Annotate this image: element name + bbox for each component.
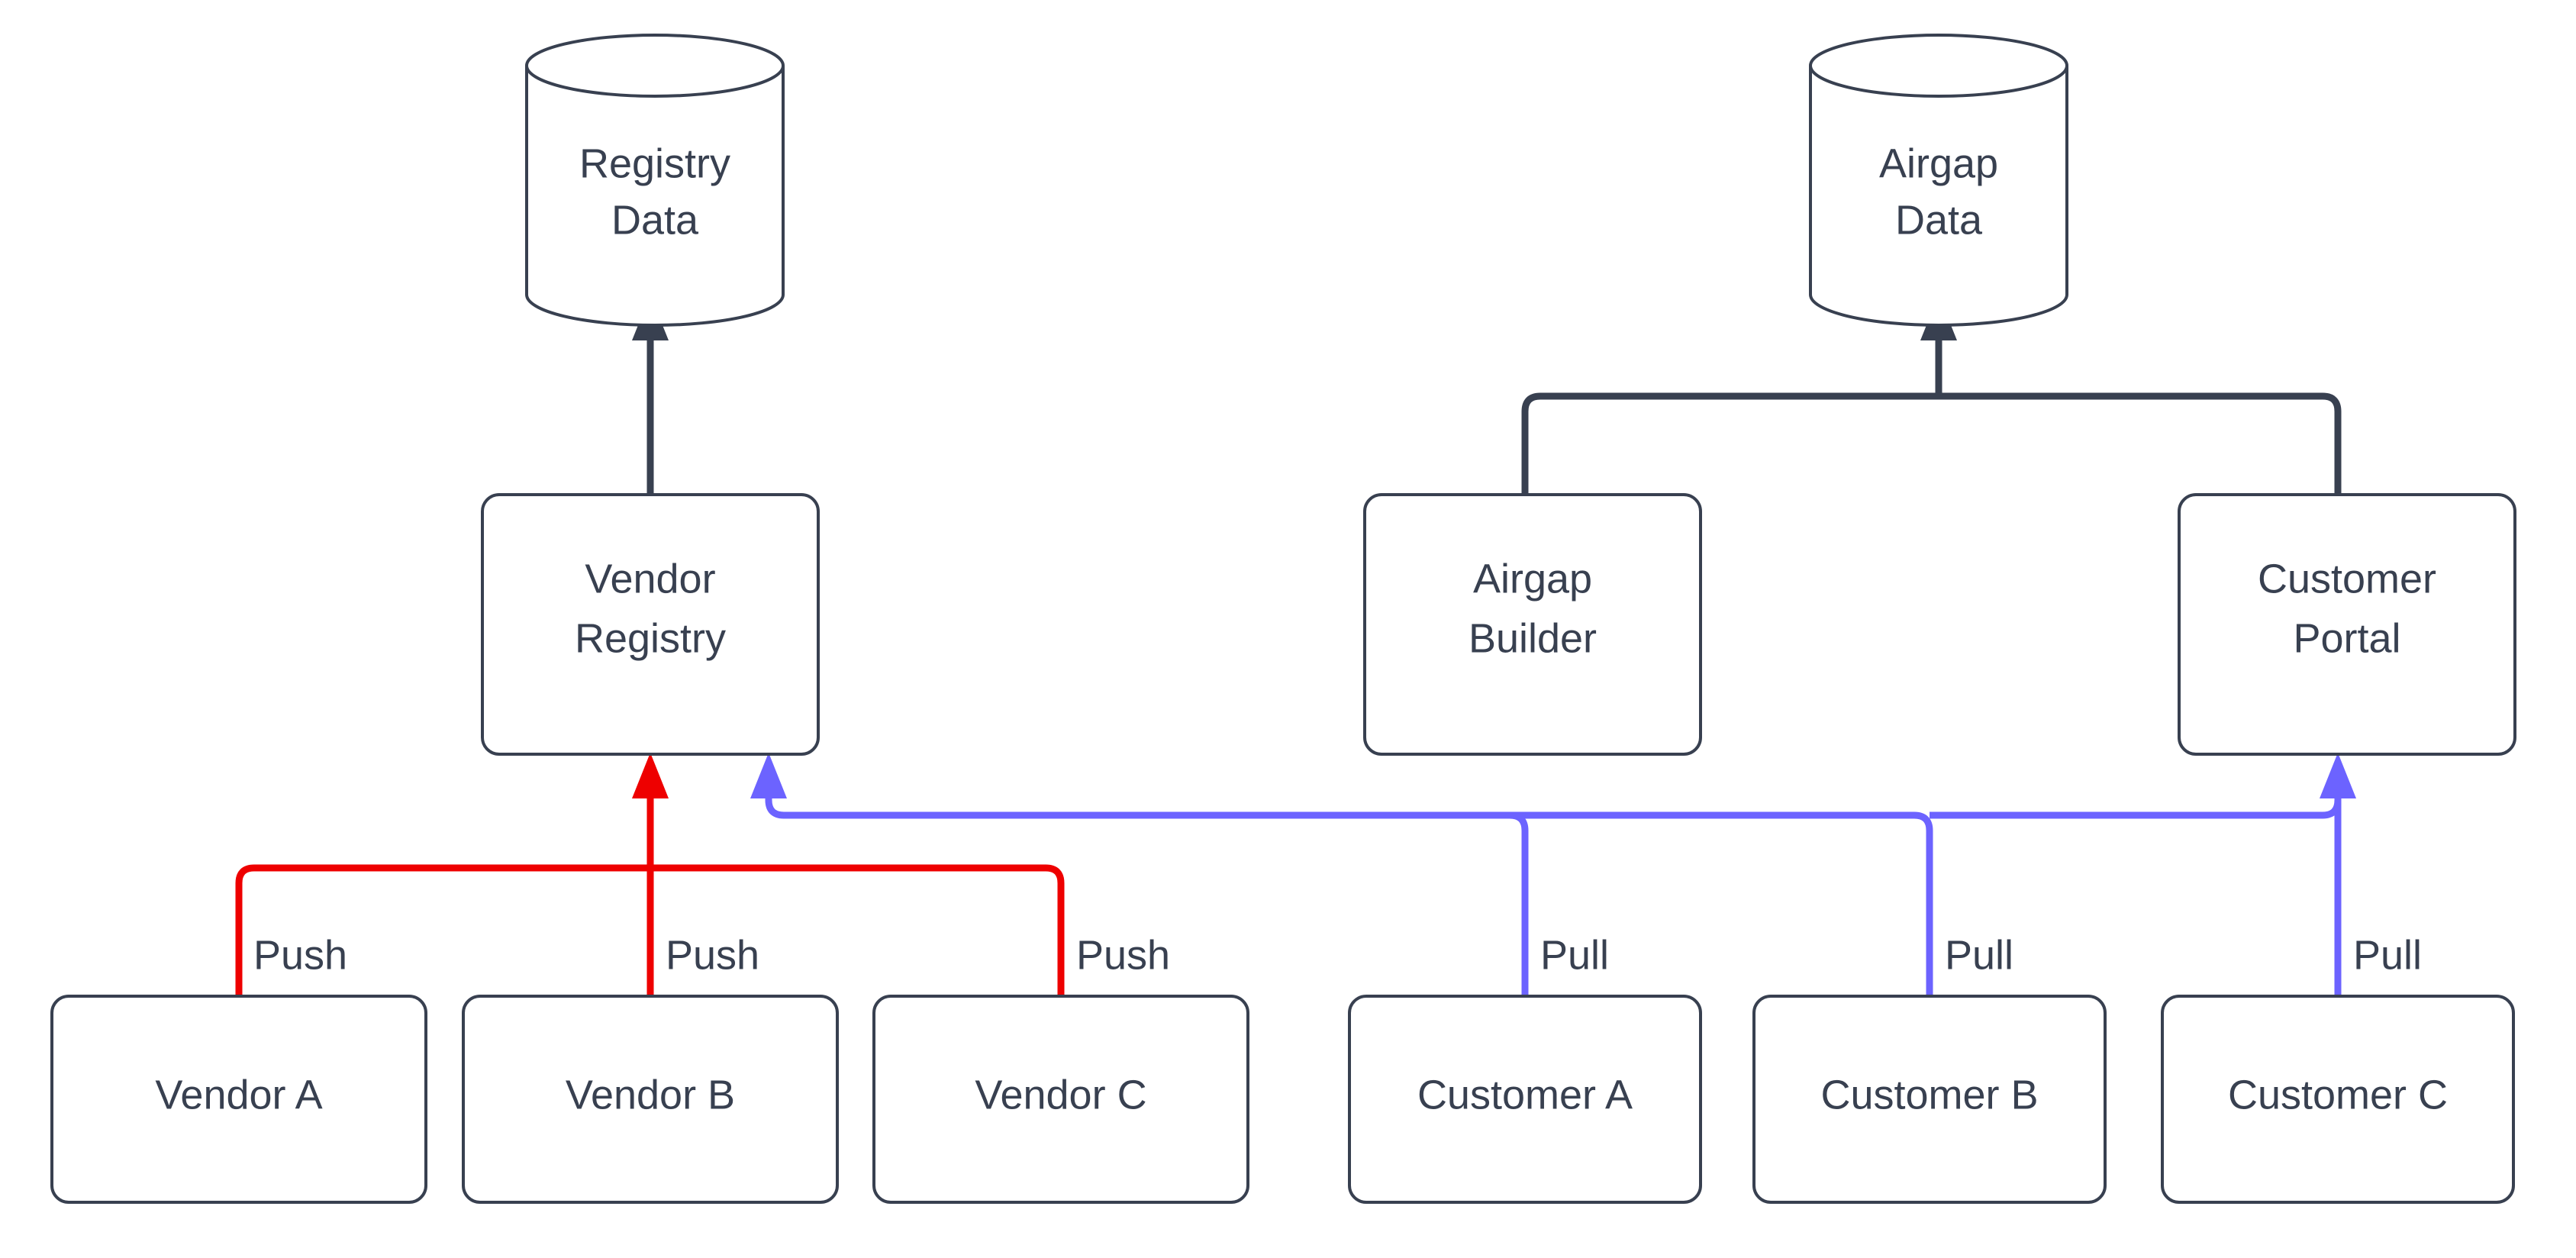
edge-label-pull-1: Pull [1540, 932, 1609, 978]
edge-label-push-3: Push [1076, 932, 1170, 978]
registry-data-label-line1: Registry [579, 140, 730, 186]
node-airgap-builder[interactable]: Airgap Builder [1363, 493, 1702, 756]
edge-customer-b-pull [784, 811, 1933, 996]
vendor-a-label: Vendor A [155, 1072, 322, 1118]
edge-vendor-c-push [650, 864, 1065, 996]
edge-customer-portal-to-airgap-data [1939, 392, 2342, 495]
customer-portal-label-line1: Customer [2258, 556, 2436, 602]
edge-label-pull-3: Pull [2353, 932, 2422, 978]
node-vendor-registry[interactable]: Vendor Registry [481, 493, 820, 756]
airgap-data-label-line2: Data [1895, 197, 1983, 243]
edge-label-push-2: Push [666, 932, 759, 978]
edge-pull-bus-right-join [1930, 799, 2342, 819]
edge-pull-stem-to-vendor-registry [750, 753, 787, 819]
node-vendor-b[interactable]: Vendor B [462, 995, 839, 1204]
node-registry-data[interactable]: Registry Data [525, 34, 785, 327]
node-vendor-a[interactable]: Vendor A [50, 995, 427, 1204]
node-customer-portal[interactable]: Customer Portal [2178, 493, 2516, 756]
node-customer-b[interactable]: Customer B [1752, 995, 2107, 1204]
node-customer-a[interactable]: Customer A [1348, 995, 1702, 1204]
airgap-builder-label-line1: Airgap [1473, 556, 1592, 602]
edge-vendor-a-push [235, 864, 650, 996]
vendor-registry-label-line2: Registry [575, 615, 726, 661]
edge-push-stem-to-vendor-registry [632, 753, 669, 868]
customer-c-label: Customer C [2228, 1072, 2448, 1118]
airgap-builder-label-line2: Builder [1469, 615, 1597, 661]
customer-a-label: Customer A [1417, 1072, 1633, 1118]
edge-airgap-builder-to-airgap-data [1521, 392, 1939, 495]
vendor-registry-label-line1: Vendor [585, 556, 715, 602]
airgap-data-label-line1: Airgap [1879, 140, 1998, 186]
node-airgap-data[interactable]: Airgap Data [1809, 34, 2068, 327]
node-vendor-c[interactable]: Vendor C [872, 995, 1249, 1204]
node-customer-c[interactable]: Customer C [2161, 995, 2515, 1204]
edge-label-push-1: Push [253, 932, 347, 978]
edge-customer-c-pull [2320, 753, 2356, 996]
edge-label-pull-2: Pull [1945, 932, 2013, 978]
vendor-c-label: Vendor C [975, 1072, 1146, 1118]
registry-data-label-line2: Data [611, 197, 699, 243]
customer-portal-label-line2: Portal [2293, 615, 2400, 661]
customer-b-label: Customer B [1820, 1072, 2038, 1118]
vendor-b-label: Vendor B [566, 1072, 735, 1118]
